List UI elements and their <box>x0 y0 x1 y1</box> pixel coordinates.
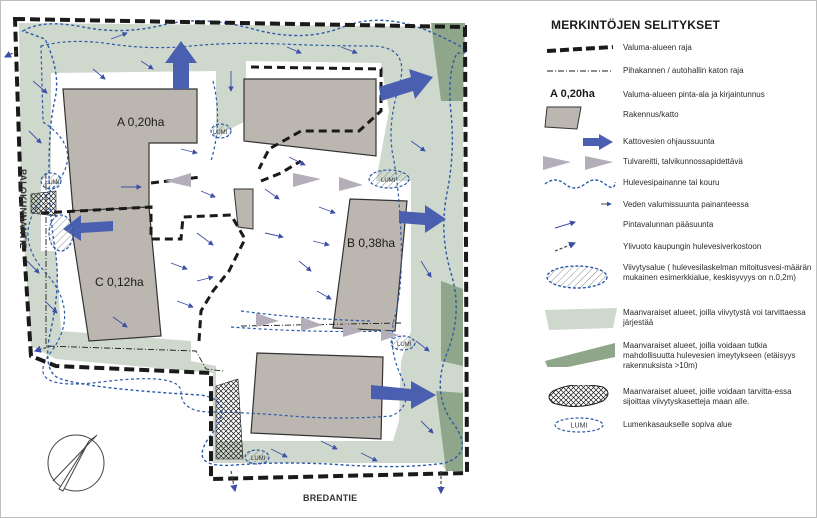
retention-swale-inner <box>27 40 407 419</box>
snow-label-southeast: LUMI <box>397 342 412 348</box>
north-arrow <box>47 434 105 492</box>
legend-text-area-label: Valuma-alueen pinta-ala ja kirjaintunnus <box>623 90 765 99</box>
flood-route-triangles <box>165 173 399 341</box>
legend: MERKINTÖJEN SELITYKSET Valuma-alueen raj… <box>541 11 817 433</box>
legend-text-reserved-green: Maanvaraiset alueet, joilla viivytystä v… <box>623 308 806 327</box>
legend-symbol-building <box>544 106 582 130</box>
legend-symbol-roof-direction <box>583 134 613 150</box>
legend-title: MERKINTÖJEN SELITYKSET <box>551 18 721 32</box>
legend-symbol-watershed-boundary <box>546 45 614 53</box>
snow-label-west: LUMI <box>45 180 60 186</box>
legend-text-swale-flow: Veden valumissuunta painanteessa <box>623 200 749 209</box>
roof-water-arrows <box>63 41 446 409</box>
building-small <box>233 188 254 230</box>
area-label-b: B 0,38ha <box>347 236 395 250</box>
area-label-c: C 0,12ha <box>95 275 144 289</box>
watershed-boundary-inner <box>40 65 383 342</box>
area-label-a: A 0,20ha <box>117 115 165 129</box>
snow-label-east: LUMI <box>381 178 396 184</box>
legend-symbol-swale-flow <box>601 201 612 207</box>
overflow-arrows <box>3 50 445 495</box>
building-north <box>243 78 377 157</box>
legend-text-snow: Lumenkasaukselle sopiva alue <box>623 420 732 429</box>
legend-text-reserved-infiltration: Maanvaraiset alueet, joilla voidaan tutk… <box>623 341 796 370</box>
legend-text-deck-roof: Pihakannen / autohallin katon raja <box>623 66 744 75</box>
legend-text-surface-flow: Pintavalunnan pääsuunta <box>623 220 714 229</box>
legend-text-retention: Viivytysalue ( hulevesilaskelman mitoitu… <box>623 263 812 282</box>
street-name-south: BREDANTIE <box>303 493 357 503</box>
legend-text-roof-direction: Kattovesien ohjaussuunta <box>623 137 715 146</box>
legend-symbol-swale <box>544 179 616 189</box>
legend-symbol-snow: LUMI <box>554 417 604 433</box>
legend-snow-label: LUMI <box>571 423 588 430</box>
infiltration-zone-se <box>436 391 463 471</box>
legend-text-flood-route: Tulvareitti, talvikunnossapidettävä <box>623 157 743 166</box>
surface-flow-arrows <box>26 32 434 462</box>
street-name-west: PALOKUNNANTIE <box>18 169 28 249</box>
infiltration-zone-ne <box>431 23 465 101</box>
legend-text-watershed-boundary: Valuma-alueen raja <box>623 43 692 52</box>
retention-swale-outer <box>21 19 467 468</box>
retention-swale-yard <box>210 80 392 333</box>
infiltration-zone-e <box>441 281 463 366</box>
legend-symbol-reserved-green <box>545 308 617 330</box>
retention-ovals <box>40 123 416 465</box>
building-south <box>250 352 384 440</box>
legend-text-reserved-cassettes: Maanvaraiset alueet, joille voidaan tarv… <box>623 387 792 406</box>
legend-symbol-reserved-infiltration <box>545 343 615 367</box>
legend-symbol-reserved-cassettes <box>548 385 609 407</box>
snow-label-south: LUMI <box>251 456 266 462</box>
cassette-zone-south <box>215 378 244 460</box>
legend-text-overflow: Ylivuoto kaupungin hulevesiverkostoon <box>623 242 762 251</box>
legend-symbol-retention <box>546 265 608 289</box>
legend-symbol-flood-route <box>543 156 613 170</box>
building-b <box>332 198 408 332</box>
snow-label-north: LUMI <box>213 130 228 136</box>
legend-symbol-area-label: A 0,20ha <box>550 88 595 100</box>
legend-text-building: Rakennus/katto <box>623 110 679 119</box>
legend-symbol-overflow <box>554 241 577 252</box>
stormwater-plan-map: LUMI LUMI LUMI LUMI LUMI A 0,20ha B 0,38… <box>3 16 470 503</box>
legend-text-swale: Hulevesipainanne tai kouru <box>623 178 720 187</box>
legend-symbol-surface-flow <box>554 220 576 229</box>
legend-symbol-deck-roof <box>547 70 613 72</box>
